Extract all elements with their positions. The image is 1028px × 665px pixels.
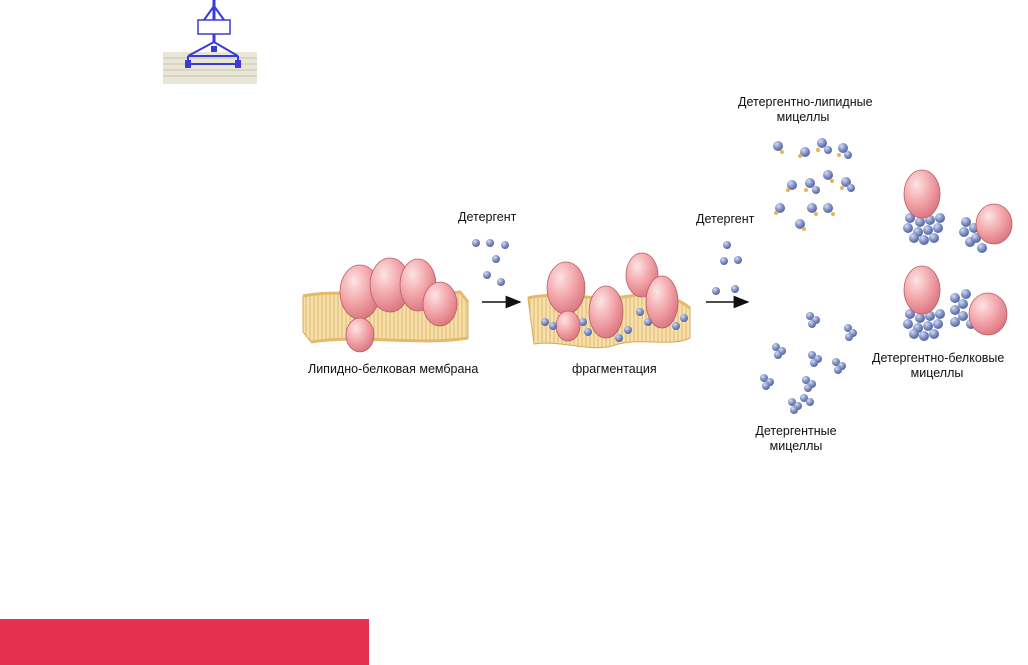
fragmentation-label: фрагментация (572, 362, 657, 376)
lipid-protein-membrane (302, 257, 470, 353)
detergent-lipid-micelles (773, 138, 855, 231)
detergent-molecules (472, 239, 509, 286)
logo (160, 0, 260, 88)
membrane-protein (968, 292, 1008, 336)
membrane-protein (422, 281, 458, 327)
detergent-label: Детергент (696, 212, 755, 226)
membrane-protein (588, 285, 624, 339)
detergent-label: Детергент (458, 210, 517, 224)
label-line: мицеллы (776, 110, 830, 124)
membrane-protein (645, 275, 679, 329)
detergent-molecules (712, 241, 742, 295)
membrane-protein (555, 310, 581, 342)
membrane-protein (975, 203, 1013, 245)
membrane-protein (546, 261, 586, 315)
membrane-label: Липидно-белковая мембрана (308, 362, 479, 376)
detergent-protein-micelles-label: Детергентно-белковые мицеллы (872, 351, 1005, 381)
detergent-molecules (541, 308, 688, 342)
label-line: Детергентные (755, 424, 837, 438)
label-line: Детергентно-белковые (872, 351, 1005, 365)
detergent-micelles-label: Детергентные мицеллы (746, 424, 846, 454)
detergent-protein-micelles (903, 169, 1013, 341)
label-line: мицеллы (769, 439, 823, 453)
detergent-micelles (760, 312, 857, 414)
fragmenting-membrane (527, 252, 691, 349)
membrane-protein (903, 169, 941, 219)
membrane-protein-logo-icon (163, 0, 257, 84)
membrane-protein (903, 265, 941, 315)
label-line: мицеллы (910, 366, 964, 380)
label-line: Детергентно-липидные (738, 95, 873, 109)
membrane-protein (339, 264, 381, 353)
detergent-lipid-micelles-label: Детергентно-липидные мицеллы (738, 95, 873, 125)
footer-banner (0, 619, 369, 665)
